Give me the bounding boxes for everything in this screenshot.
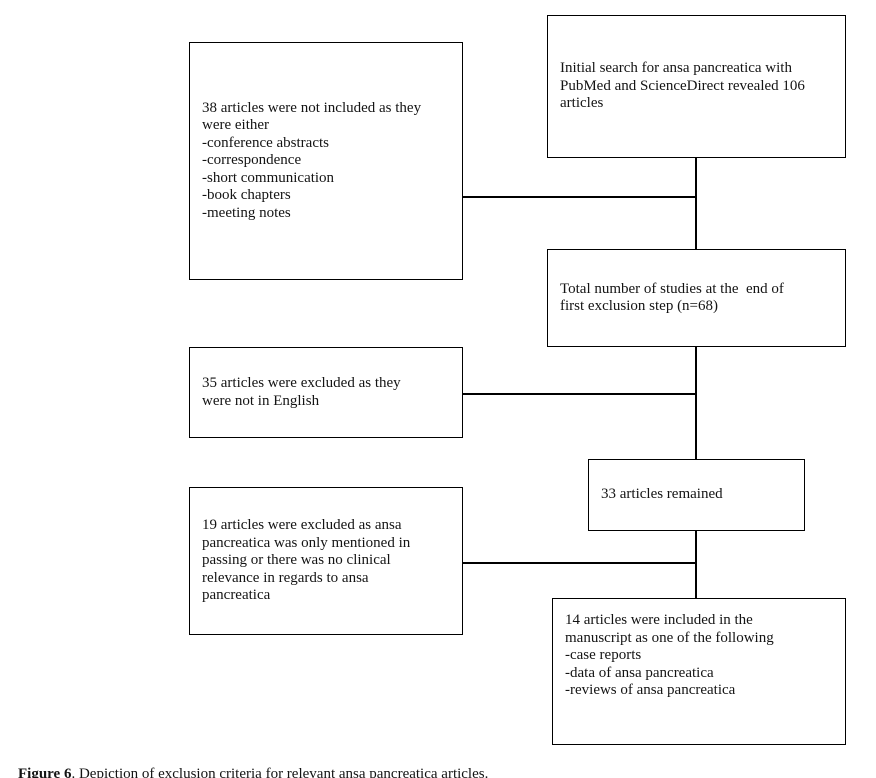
box-initial-search: Initial search for ansa pancreatica with…	[547, 15, 846, 158]
box-excluded-19-text: 19 articles were excluded as ansa pancre…	[202, 517, 411, 604]
connector-excluded19-branch	[463, 562, 696, 564]
figure-caption-text: . Depiction of exclusion criteria for re…	[71, 766, 489, 778]
box-excluded-35-articles: 35 articles were excluded as they were n…	[189, 347, 463, 438]
box-excluded-35-text: 35 articles were excluded as they were n…	[202, 375, 401, 409]
box-initial-search-text: Initial search for ansa pancreatica with…	[560, 60, 805, 112]
box-excluded-19-articles: 19 articles were excluded as ansa pancre…	[189, 487, 463, 635]
box-excluded-38-text: 38 articles were not included as they we…	[202, 99, 422, 221]
box-total-after-first-exclusion: Total number of studies at the end of fi…	[547, 249, 846, 347]
figure-caption-label: Figure 6	[18, 766, 72, 778]
connector-excluded38-branch	[463, 196, 696, 198]
box-total-after-first-exclusion-text: Total number of studies at the end of fi…	[560, 280, 784, 315]
box-33-articles-remained: 33 articles remained	[588, 459, 805, 531]
box-included-14-articles: 14 articles were included in the manuscr…	[552, 598, 846, 745]
box-excluded-38-articles: 38 articles were not included as they we…	[189, 42, 463, 280]
connector-total-to-remained	[695, 347, 697, 459]
connector-initial-to-total	[695, 158, 697, 249]
figure-caption: Figure 6. Depiction of exclusion criteri…	[3, 747, 488, 778]
connector-excluded35-branch	[463, 393, 696, 395]
box-33-articles-remained-text: 33 articles remained	[601, 486, 723, 503]
connector-remained-to-included	[695, 531, 697, 598]
box-included-14-text: 14 articles were included in the manuscr…	[565, 612, 774, 698]
